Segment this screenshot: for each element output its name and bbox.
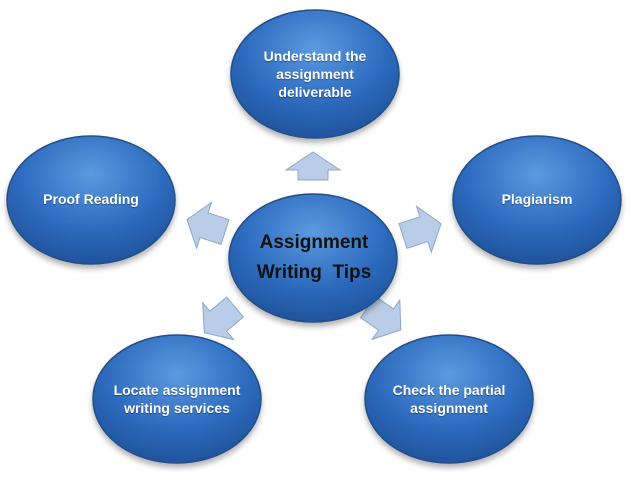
center-title-line-1: Assignment <box>259 232 369 253</box>
node-left-label: Proof Reading <box>43 191 139 207</box>
node-bottom-right-label: Check the partial assignment <box>392 382 506 416</box>
center-node-ellipse <box>228 193 398 323</box>
node-left-ellipse <box>6 135 176 265</box>
arrow-to-right <box>398 205 442 254</box>
arrow-to-top <box>284 151 342 181</box>
center-title-line-2: Writing Tips <box>256 262 372 283</box>
node-top-ellipse <box>230 9 400 139</box>
node-top-label: Understand the assignment deliverable <box>263 48 367 100</box>
center-node-label: Assignment Writing Tips <box>236 222 392 294</box>
node-right-label: Plagiarism <box>501 191 573 207</box>
arrow-to-left <box>186 201 230 250</box>
node-right-ellipse <box>452 135 622 265</box>
arrow-to-bottom-right <box>359 295 402 341</box>
node-bottom-right-ellipse <box>364 334 534 464</box>
node-bottom-left-ellipse <box>92 334 262 464</box>
arrow-to-bottom-left <box>202 296 245 341</box>
node-bottom-left-label: Locate assignment writing services <box>113 382 241 416</box>
